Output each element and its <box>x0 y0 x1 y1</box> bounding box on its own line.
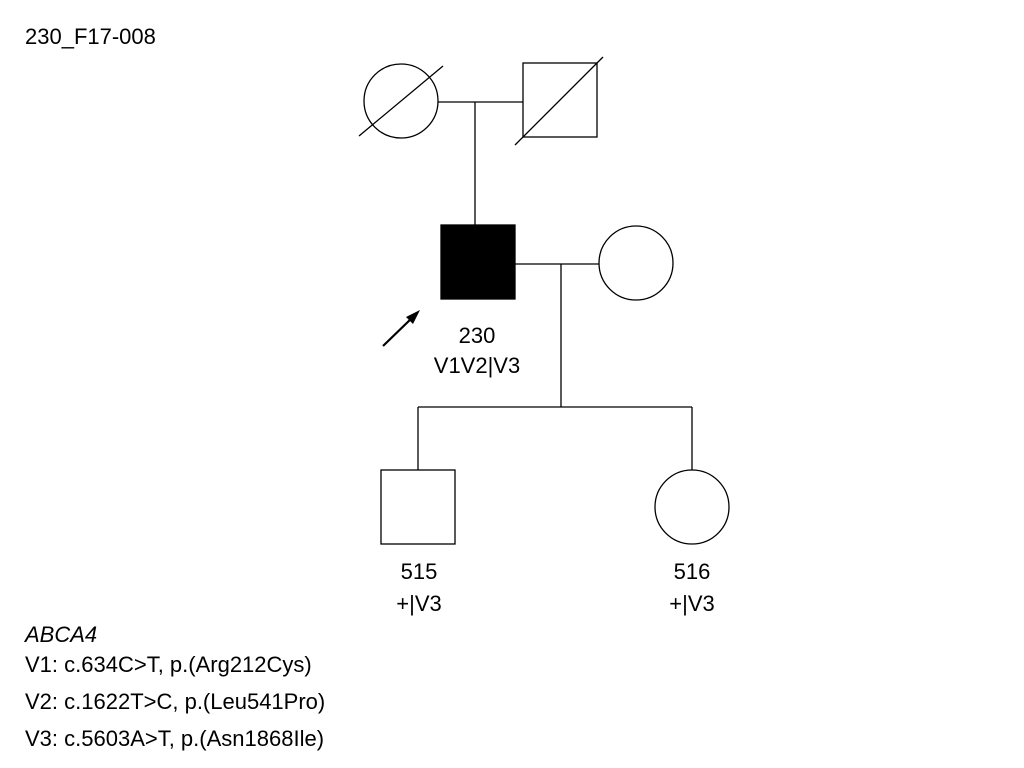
son-genotype-label: +|V3 <box>396 591 442 616</box>
daughter-symbol <box>654 469 730 545</box>
legend-gene-name: ABCA4 <box>25 622 98 647</box>
proband-symbol <box>440 224 516 300</box>
spouse-symbol <box>598 225 674 301</box>
legend-variant-v2: V2: c.1622T>C, p.(Leu541Pro) <box>25 689 326 714</box>
son-id-label: 515 <box>400 559 438 584</box>
proband-genotype-label: V1V2|V3 <box>433 353 521 378</box>
grandfather-deceased-slash <box>514 56 604 146</box>
daughter-genotype-label: +|V3 <box>669 591 715 616</box>
proband-id-label: 230 <box>458 323 496 348</box>
legend-variant-v1: V1: c.634C>T, p.(Arg212Cys) <box>25 652 312 677</box>
legend-variant-v3: V3: c.5603A>T, p.(Asn1868Ile) <box>25 726 325 751</box>
son-symbol <box>380 469 456 545</box>
daughter-id-label: 516 <box>673 559 711 584</box>
grandmother-deceased-slash <box>358 65 444 137</box>
family-id-label: 230_F17-008 <box>25 24 156 49</box>
proband-arrow-head <box>406 310 420 324</box>
proband-arrow-shaft <box>382 315 415 347</box>
